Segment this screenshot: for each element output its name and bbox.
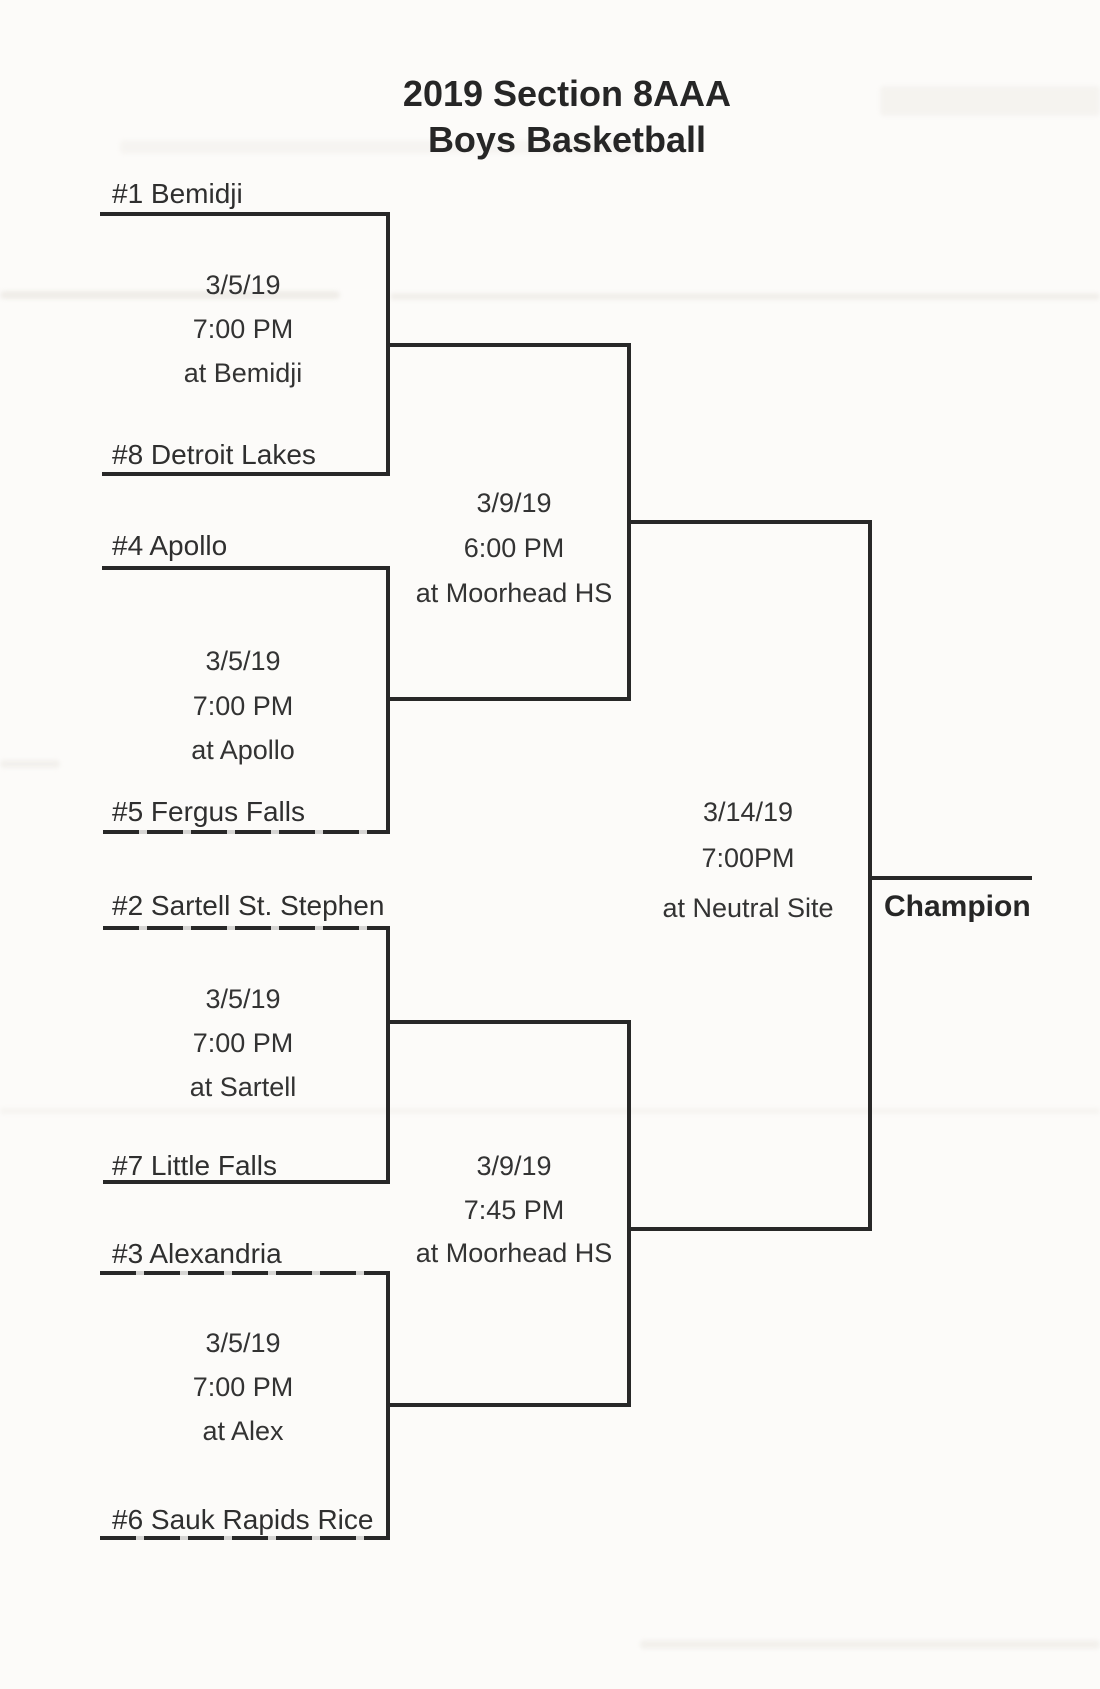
game1-time: 7:00 PM (192, 314, 294, 344)
bracket-line-little-falls (103, 1180, 388, 1184)
game4-date: 3/5/19 (205, 1328, 281, 1358)
scan-artifact (0, 291, 340, 299)
bracket-line-sauk-rapids-rice (100, 1536, 388, 1540)
final-date: 3/14/19 (702, 797, 794, 827)
game1-date: 3/5/19 (205, 270, 281, 300)
title-line-2: Boys Basketball (427, 119, 707, 160)
page-title: 2019 Section 8AAA Boys Basketball (267, 71, 867, 163)
bracket-connector-game1 (386, 212, 390, 476)
bracket-line-alexandria (100, 1271, 388, 1275)
bracket-connector-semifinal2 (627, 1020, 631, 1407)
semifinal2-date: 3/9/19 (476, 1151, 552, 1181)
bracket-connector-game3 (386, 926, 390, 1184)
semifinal1-time: 6:00 PM (463, 533, 565, 563)
bracket-line-fergus-falls (103, 830, 388, 834)
bracket-line-apollo (102, 566, 388, 570)
scan-artifact (390, 293, 1100, 300)
bracket-connector-final (868, 520, 872, 1231)
team-label-bemidji: #1 Bemidji (112, 178, 243, 209)
semifinal2-location: at Moorhead HS (415, 1238, 613, 1268)
team-label-little-falls: #7 Little Falls (112, 1150, 277, 1181)
game4-location: at Alex (202, 1416, 284, 1446)
semifinal1-location: at Moorhead HS (415, 578, 613, 608)
semifinal2-time: 7:45 PM (463, 1195, 565, 1225)
scan-artifact (0, 760, 60, 768)
game3-location: at Sartell (189, 1072, 297, 1102)
bracket-connector-game4 (386, 1271, 390, 1540)
title-line-1: 2019 Section 8AAA (402, 73, 732, 114)
team-label-sartell-st-stephen: #2 Sartell St. Stephen (112, 890, 385, 921)
scan-artifact (0, 1108, 1100, 1114)
game4-time: 7:00 PM (192, 1372, 294, 1402)
team-label-detroit-lakes: #8 Detroit Lakes (112, 439, 316, 470)
bracket-line-champion (868, 876, 1032, 880)
game2-time: 7:00 PM (192, 691, 294, 721)
final-location: at Neutral Site (662, 893, 834, 923)
scan-artifact (640, 1640, 1100, 1649)
game3-time: 7:00 PM (192, 1028, 294, 1058)
game2-date: 3/5/19 (205, 646, 281, 676)
team-label-fergus-falls: #5 Fergus Falls (112, 796, 305, 827)
bracket-connector-semifinal1 (627, 343, 631, 701)
champion-label: Champion (884, 890, 1031, 923)
bracket-feed-semifinal2-winner (627, 1227, 872, 1231)
game3-date: 3/5/19 (205, 984, 281, 1014)
game2-location: at Apollo (191, 735, 295, 765)
semifinal1-date: 3/9/19 (476, 488, 552, 518)
bracket-line-bemidji (100, 212, 388, 216)
bracket-feed-game4-winner (386, 1403, 631, 1407)
bracket-line-detroit-lakes (102, 472, 388, 476)
game1-location: at Bemidji (183, 358, 303, 388)
team-label-apollo: #4 Apollo (112, 530, 228, 561)
bracket-feed-semifinal1-winner (627, 520, 872, 524)
bracket-connector-game2 (386, 566, 390, 834)
bracket-line-sartell (103, 926, 388, 930)
bracket-feed-game3-winner (386, 1020, 631, 1024)
scan-artifact (120, 140, 640, 154)
bracket-feed-game2-winner (386, 697, 631, 701)
scan-artifact (880, 86, 1100, 116)
team-label-alexandria: #3 Alexandria (112, 1238, 282, 1269)
team-label-sauk-rapids-rice: #6 Sauk Rapids Rice (112, 1504, 374, 1535)
final-time: 7:00PM (701, 843, 795, 873)
bracket-feed-game1-winner (386, 343, 631, 347)
